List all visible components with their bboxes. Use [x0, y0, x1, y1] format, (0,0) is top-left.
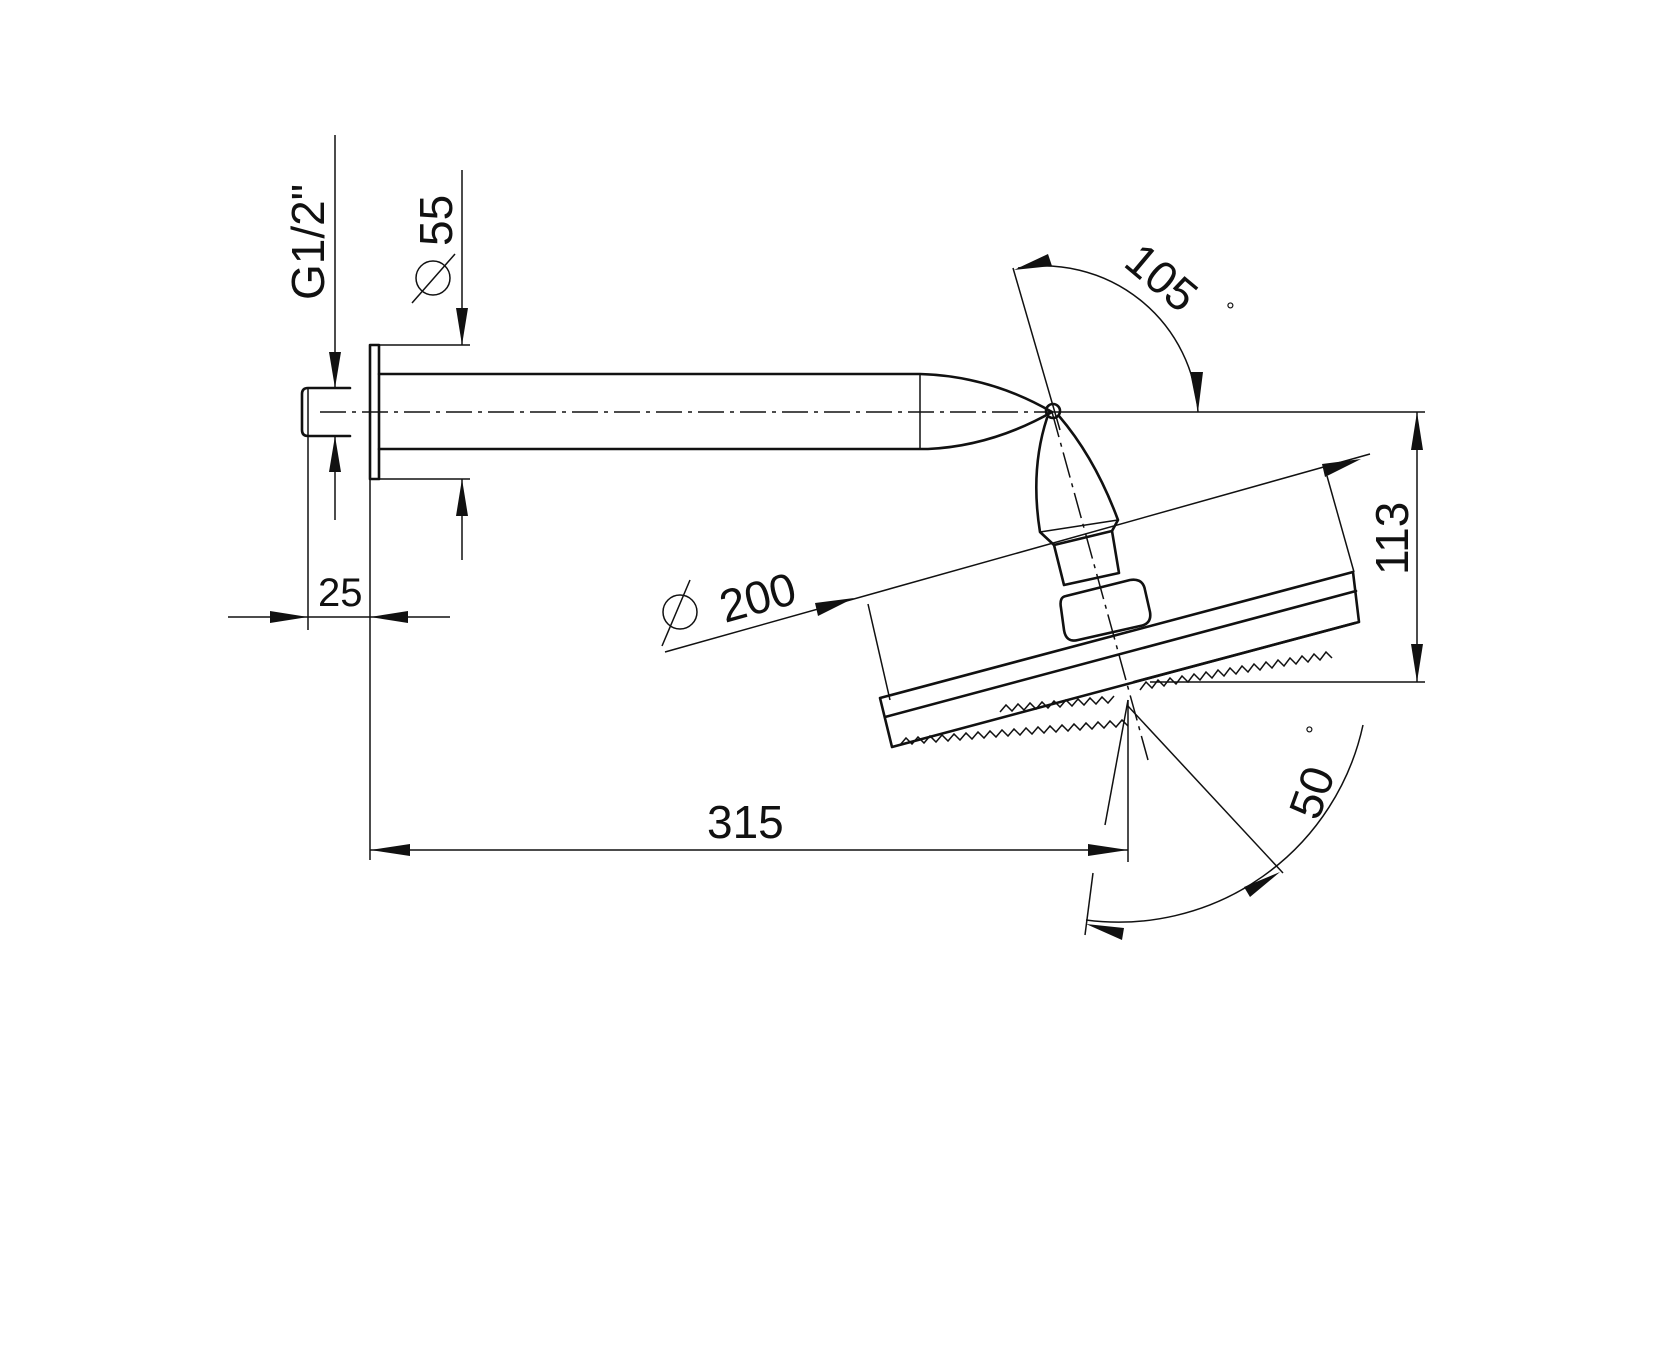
angle-bottom-degree: ° [1305, 722, 1314, 747]
angle-top-label: 105 [1116, 233, 1208, 322]
dimension-flange-diameter: 55 [379, 170, 470, 560]
diameter-symbol-icon-2 [662, 594, 698, 630]
dimension-flange-depth: 25 [228, 479, 450, 860]
angle-swivel-top: 105 ° [1012, 233, 1235, 431]
shower-head [878, 570, 1361, 749]
height-label: 113 [1366, 502, 1418, 575]
projection-label: 315 [707, 796, 784, 848]
flange-depth-label: 25 [318, 571, 363, 615]
angle-swivel-bottom: 50 ° [1084, 699, 1364, 940]
angle-bottom-label: 50 [1279, 760, 1345, 826]
dimension-projection: 315 [370, 700, 1129, 862]
dimension-thread: G1/2" [282, 135, 341, 630]
dimension-height: 113 [1052, 411, 1425, 683]
thread-label: G1/2" [282, 184, 334, 300]
diameter-symbol-icon [415, 260, 451, 296]
head-diameter-label: 200 [714, 562, 802, 633]
angle-top-degree: ° [1226, 298, 1235, 323]
center-lines [320, 411, 1149, 761]
wall-connector [300, 386, 352, 438]
flange-diameter-label: 55 [410, 195, 462, 246]
